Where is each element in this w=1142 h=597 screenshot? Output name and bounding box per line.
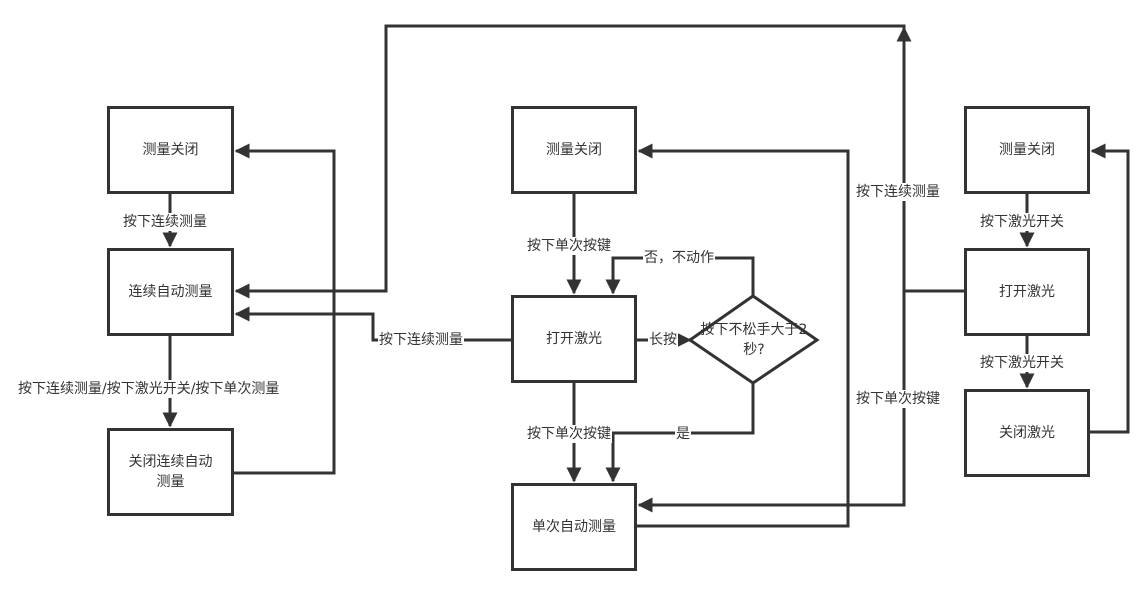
node-mid-single-measure: 单次自动测量 <box>511 483 637 571</box>
node-label: 关闭激光 <box>999 425 1055 441</box>
edge-label-decision-yes: 是 <box>675 425 691 443</box>
node-label: 单次自动测量 <box>532 519 616 535</box>
node-left-measure-off: 测量关闭 <box>107 106 234 194</box>
edge-label-left-press-continuous: 按下连续测量 <box>122 213 208 231</box>
edge-label-mid-press-single-2: 按下单次按键 <box>526 425 612 443</box>
node-right-laser-off: 关闭激光 <box>964 389 1090 477</box>
edge-right-laseroff-to-off <box>1090 143 1130 434</box>
edge-label-long-press: 长按 <box>648 331 678 349</box>
node-mid-measure-off: 测量关闭 <box>511 106 637 194</box>
edge-label-left-press-any: 按下连续测量/按下激光开关/按下单次测量 <box>17 380 281 398</box>
node-label: 测量关闭 <box>142 142 199 158</box>
node-label: 打开激光 <box>999 284 1055 300</box>
edge-single-to-mid-off <box>637 143 850 528</box>
edge-label-mid-to-continuous: 按下连续测量 <box>378 331 464 349</box>
node-left-close-continuous: 关闭连续自动测量 <box>107 428 234 516</box>
edge-label-right-press-single: 按下单次按键 <box>855 390 941 408</box>
node-mid-laser-on: 打开激光 <box>511 295 637 383</box>
node-label: 测量关闭 <box>546 142 602 158</box>
decision-label: 按下不松手大于2秒? <box>700 322 808 358</box>
edge-label-mid-press-single-1: 按下单次按键 <box>526 237 612 255</box>
node-label: 连续自动测量 <box>128 284 213 300</box>
node-left-continuous-measure: 连续自动测量 <box>107 248 234 336</box>
edge-top-route-to-continuous <box>234 24 906 299</box>
edge-label-right-press-continuous: 按下连续测量 <box>855 183 941 201</box>
edge-label-decision-no: 否，不动作 <box>643 249 715 267</box>
node-label: 测量关闭 <box>999 142 1055 158</box>
decision-diamond <box>687 294 820 385</box>
node-right-laser-on: 打开激光 <box>964 248 1090 336</box>
node-label: 打开激光 <box>546 331 602 347</box>
edge-left-close-to-off <box>234 143 336 475</box>
edge-trunk-to-single <box>637 291 906 513</box>
edge-mid-laser-to-continuous <box>234 306 511 342</box>
edge-label-right-laser-switch-1: 按下激光开关 <box>979 213 1065 231</box>
edge-label-right-laser-switch-2: 按下激光开关 <box>979 354 1065 372</box>
node-label: 关闭连续自动测量 <box>128 454 213 490</box>
node-right-measure-off: 测量关闭 <box>964 106 1090 194</box>
